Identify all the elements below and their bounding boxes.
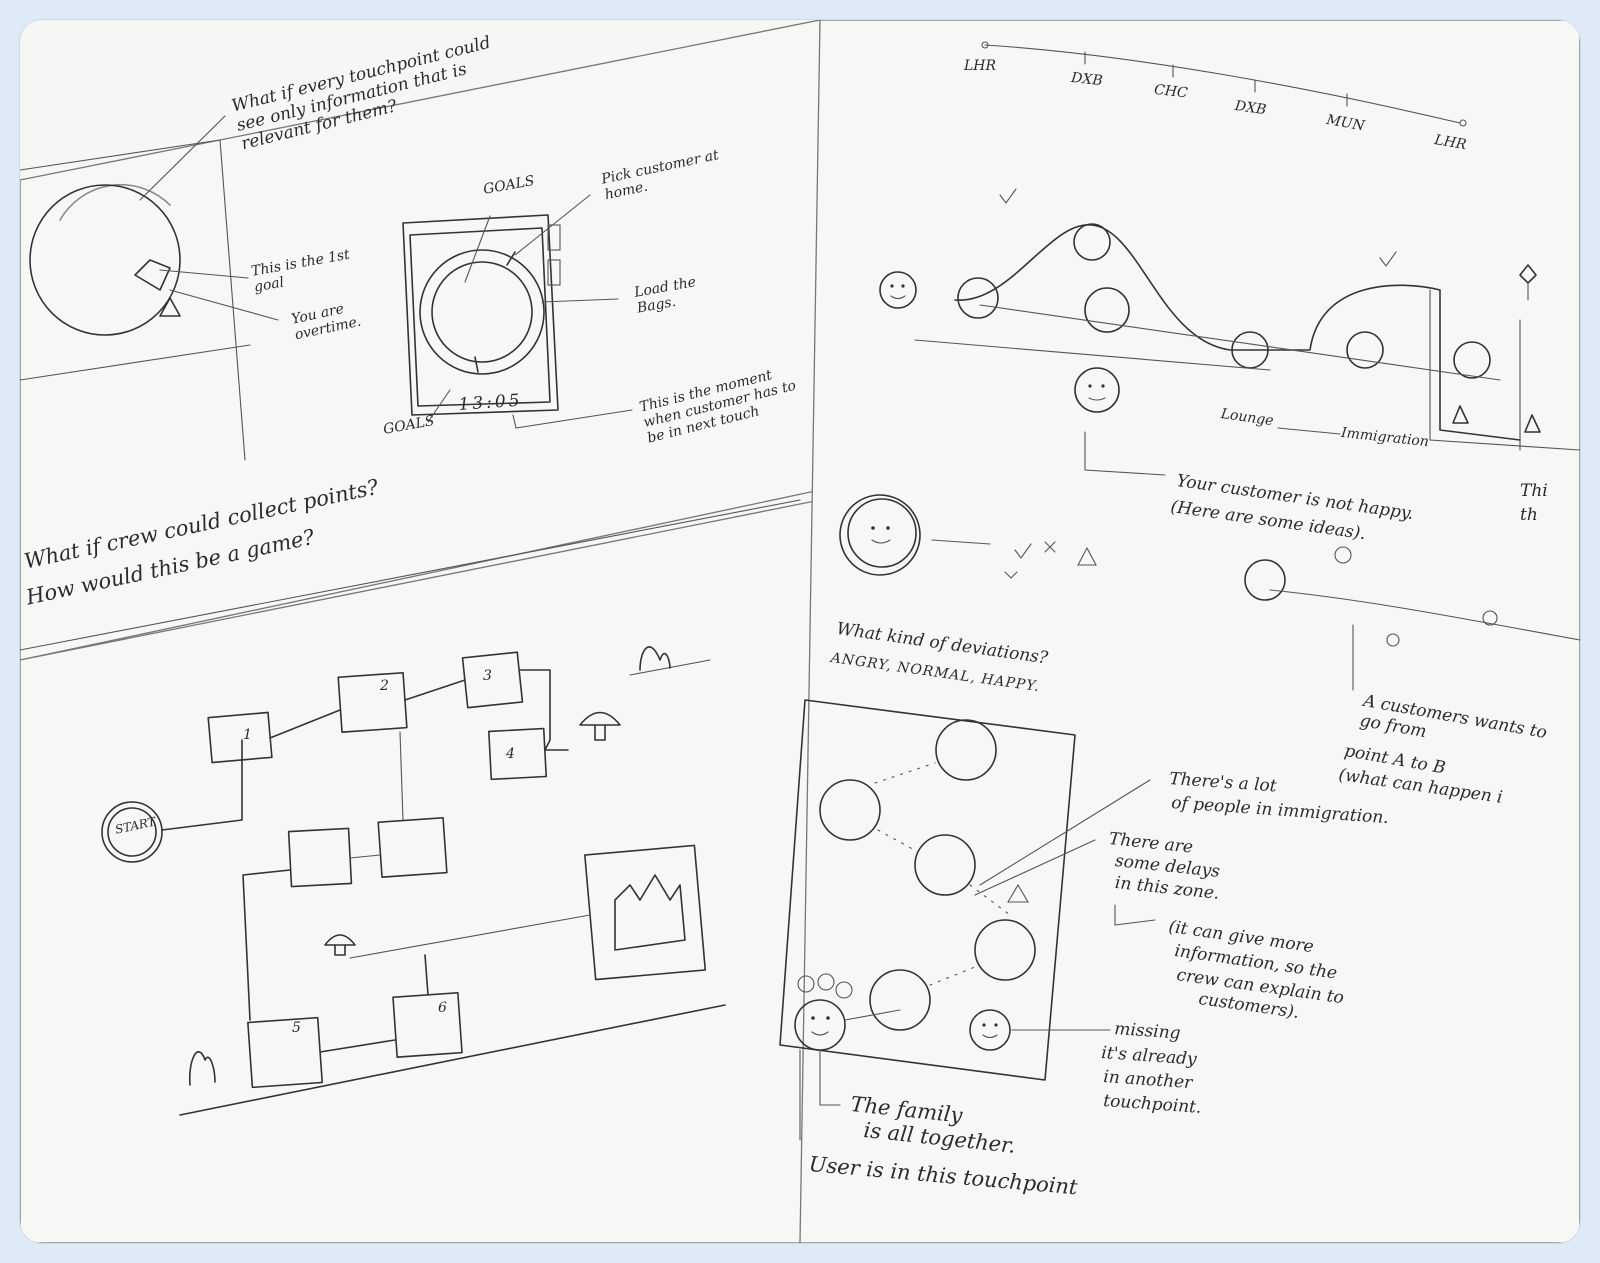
board-box-6: 6: [438, 1000, 447, 1016]
touchpoint-sketch: [779, 699, 1156, 1141]
board-box-2: 2: [380, 678, 389, 694]
paper-bottom-left: [20, 499, 821, 1243]
route-timeline: [981, 41, 1467, 127]
cut-text-2: th: [1520, 505, 1538, 525]
cut-text-1: Thi: [1520, 481, 1548, 501]
device-sketch: [402, 194, 633, 429]
paper-right: [799, 20, 1580, 1243]
board-box-1: 1: [243, 727, 252, 743]
route-stop-dxb-1: DXB: [1070, 70, 1104, 90]
board-box-4: 4: [506, 746, 515, 762]
dial-sketch: [20, 115, 279, 461]
board-box-3: 3: [483, 668, 492, 684]
board-box-5: 5: [292, 1020, 301, 1036]
route-stop-lhr-start: LHR: [964, 58, 997, 74]
route-stop-chc: CHC: [1153, 82, 1189, 102]
sketch-drawings: [20, 20, 1580, 1243]
game-board: [20, 499, 801, 1116]
journey-map: [839, 188, 1580, 691]
sketch-sheet: LHR DXB CHC DXB MUN LHR What if every to…: [20, 20, 1580, 1243]
